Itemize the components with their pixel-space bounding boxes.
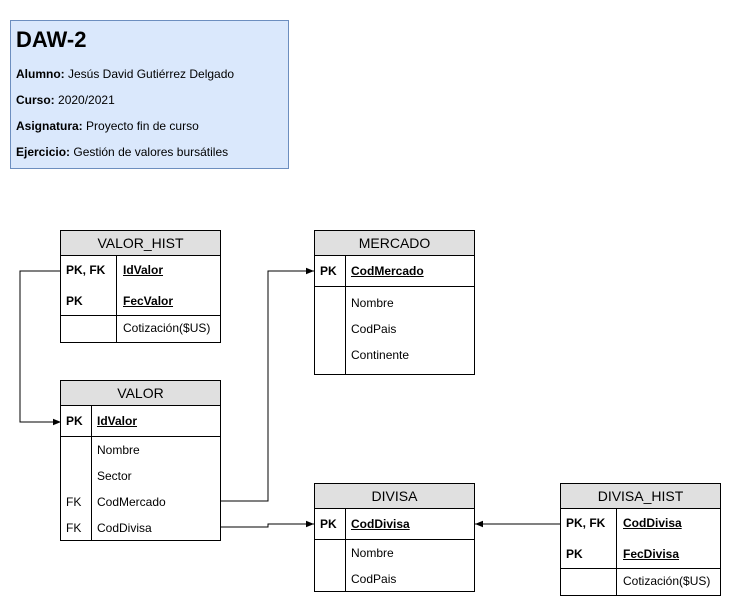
key-label: FK <box>66 495 82 509</box>
pk-row: PK CodMercado <box>315 256 474 286</box>
field-name: FecDivisa <box>623 547 680 561</box>
attr-row: CodPais <box>315 316 474 342</box>
info-row-asignatura: Asignatura: Proyecto fin de curso <box>16 119 283 133</box>
key-label: PK, FK <box>66 263 106 277</box>
info-label: Ejercicio: <box>16 145 71 159</box>
entity-valor[interactable]: VALOR PK IdValor Nombre Sector FK CodMerca… <box>60 380 221 541</box>
pk-row: PK CodDivisa <box>315 509 474 539</box>
pk-row: PK IdValor <box>61 406 220 436</box>
attr-row: Cotización($US) <box>561 569 720 595</box>
entity-title: MERCADO <box>315 231 474 256</box>
field-name: Continente <box>351 348 410 362</box>
field-name: Nombre <box>351 546 394 560</box>
diagram-title: DAW-2 <box>16 27 87 52</box>
attr-row: CodPais <box>315 566 474 592</box>
field-name: CodMercado <box>97 495 166 509</box>
info-row-alumno: Alumno: Jesús David Gutiérrez Delgado <box>16 67 283 81</box>
info-value: 2020/2021 <box>58 93 115 107</box>
pk-row: PK FecValor <box>61 286 220 316</box>
field-name: IdValor <box>97 414 138 428</box>
key-label: PK <box>566 547 583 561</box>
key-label: PK <box>320 517 337 531</box>
field-name: FecValor <box>123 294 174 308</box>
entity-mercado[interactable]: MERCADO PK CodMercado Nombre CodPais Cont… <box>314 230 475 375</box>
entity-title: DIVISA_HIST <box>561 484 720 509</box>
info-box: DAW-2 Alumno: Jesús David Gutiérrez Delg… <box>10 20 289 169</box>
attr-row: Nombre <box>61 437 220 463</box>
pk-row: PK, FK IdValor <box>61 256 220 286</box>
pk-row: PK, FK CodDivisa <box>561 509 720 539</box>
info-row-ejercicio: Ejercicio: Gestión de valores bursátiles <box>16 145 283 159</box>
field-name: Nombre <box>97 443 140 457</box>
entity-title: VALOR_HIST <box>61 231 220 256</box>
field-name: Sector <box>97 469 132 483</box>
field-name: Cotización($US) <box>623 574 711 588</box>
attr-row: Nombre <box>315 540 474 566</box>
connector-valorhist-valor <box>19 270 61 426</box>
attr-row: Sector <box>61 463 220 489</box>
info-label: Asignatura: <box>16 119 83 133</box>
field-name: Nombre <box>351 296 394 310</box>
info-label: Alumno: <box>16 67 65 81</box>
field-name: CodPais <box>351 572 397 586</box>
key-label: PK <box>320 264 337 278</box>
field-name: CodDivisa <box>351 517 410 531</box>
attr-row: Cotización($US) <box>61 316 220 342</box>
attr-row: FK CodDivisa <box>61 515 220 541</box>
field-name: IdValor <box>123 263 164 277</box>
entity-title: DIVISA <box>315 484 474 509</box>
connector-valor-mercado <box>220 267 314 502</box>
attr-row: Nombre <box>315 290 474 316</box>
pk-row: PK FecDivisa <box>561 539 720 569</box>
key-label: PK <box>66 414 83 428</box>
entity-title: VALOR <box>61 381 220 406</box>
info-row-curso: Curso: 2020/2021 <box>16 93 283 107</box>
key-label: PK <box>66 294 83 308</box>
info-value: Proyecto fin de curso <box>86 119 199 133</box>
info-label: Curso: <box>16 93 55 107</box>
field-name: CodMercado <box>351 264 424 278</box>
field-name: CodDivisa <box>623 516 682 530</box>
entity-divisa[interactable]: DIVISA PK CodDivisa Nombre CodPais <box>314 483 475 592</box>
field-name: CodPais <box>351 322 397 336</box>
key-label: PK, FK <box>566 516 606 530</box>
key-label: FK <box>66 521 82 535</box>
attr-row: FK CodMercado <box>61 489 220 515</box>
info-value: Gestión de valores bursátiles <box>73 145 229 159</box>
field-name: CodDivisa <box>97 521 152 535</box>
attr-row: Continente <box>315 342 474 368</box>
field-name: Cotización($US) <box>123 321 211 335</box>
info-value: Jesús David Gutiérrez Delgado <box>68 67 235 81</box>
entity-valor-hist[interactable]: VALOR_HIST PK, FK IdValor PK FecValor Coti… <box>60 230 221 343</box>
connector-valor-divisa <box>220 520 314 528</box>
